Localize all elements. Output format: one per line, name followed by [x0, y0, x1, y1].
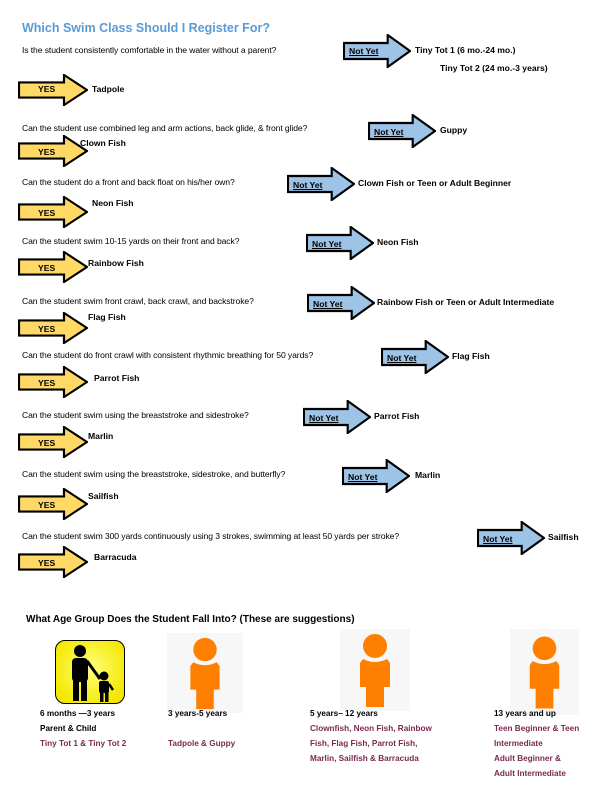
question-text: Can the student do a front and back floa…: [22, 177, 235, 187]
age-range: 13 years and up: [494, 709, 556, 718]
yes-result: Parrot Fish: [94, 373, 140, 383]
yes-result: Marlin: [88, 431, 114, 441]
age-group-classes: Adult Beginner &: [494, 754, 561, 763]
not-yet-arrow: Not Yet: [306, 226, 374, 260]
not-yet-arrow: Not Yet: [343, 34, 411, 68]
yes-arrow: YES: [18, 251, 88, 283]
age-group-classes: Teen Beginner & Teen: [494, 724, 580, 733]
yes-arrow: YES: [18, 426, 88, 458]
arrow-label: YES: [38, 378, 56, 388]
age-group-subtitle: Parent & Child: [40, 724, 97, 733]
arrow-label: Not Yet: [374, 127, 404, 137]
not-yet-result: Marlin: [415, 470, 441, 480]
not-yet-arrow: Not Yet: [307, 286, 375, 320]
arrow-label: Not Yet: [348, 472, 378, 482]
age-group-text: 3 years-5 years Tadpole & Guppy: [168, 706, 235, 751]
person-icon: [510, 629, 579, 715]
yes-arrow: YES: [18, 546, 88, 578]
age-section-title: What Age Group Does the Student Fall Int…: [26, 614, 355, 625]
age-group-classes: Adult Intermediate: [494, 769, 566, 778]
not-yet-result-2: Tiny Tot 2 (24 mo.-3 years): [440, 63, 548, 73]
spacer: [168, 721, 235, 736]
age-range: 3 years-5 years: [168, 709, 228, 718]
yes-result: Rainbow Fish: [88, 258, 144, 268]
question-text: Can the student do front crawl with cons…: [22, 350, 314, 360]
parent-child-icon: [55, 640, 125, 704]
yes-arrow: YES: [18, 74, 88, 106]
yes-arrow: YES: [18, 488, 88, 520]
page-title: Which Swim Class Should I Register For?: [22, 21, 270, 35]
age-range: 5 years– 12 years: [310, 709, 378, 718]
arrow-label: YES: [38, 558, 56, 568]
arrow-label: Not Yet: [349, 46, 379, 56]
yes-arrow: YES: [18, 312, 88, 344]
arrow-label: Not Yet: [309, 413, 339, 423]
not-yet-arrow: Not Yet: [381, 340, 449, 374]
age-group-classes: Marlin, Sailfish & Barracuda: [310, 754, 419, 763]
not-yet-arrow: Not Yet: [368, 114, 436, 148]
not-yet-result: Parrot Fish: [374, 411, 420, 421]
question-text: Can the student swim using the breaststr…: [22, 410, 249, 420]
age-group-classes: Clownfish, Neon Fish, Rainbow: [310, 724, 432, 733]
question-text: Can the student use combined leg and arm…: [22, 123, 308, 133]
yes-result: Barracuda: [94, 552, 137, 562]
not-yet-result: Neon Fish: [377, 237, 419, 247]
age-group-classes: Tiny Tot 1 & Tiny Tot 2: [40, 739, 127, 748]
arrow-label: YES: [38, 84, 56, 94]
arrow-label: YES: [38, 147, 56, 157]
arrow-label: YES: [38, 438, 56, 448]
not-yet-arrow: Not Yet: [287, 167, 355, 201]
age-group-classes: Intermediate: [494, 739, 543, 748]
arrow-label: Not Yet: [312, 239, 342, 249]
not-yet-result: Tiny Tot 1 (6 mo.-24 mo.): [415, 45, 516, 55]
arrow-label: Not Yet: [293, 180, 323, 190]
not-yet-arrow: Not Yet: [342, 459, 410, 493]
person-icon: [167, 633, 243, 713]
yes-result: Sailfish: [88, 491, 119, 501]
not-yet-result: Clown Fish or Teen or Adult Beginner: [358, 178, 512, 188]
question-text: Can the student swim using the breaststr…: [22, 469, 286, 479]
not-yet-arrow: Not Yet: [477, 521, 545, 555]
age-range: 6 months —3 years: [40, 709, 116, 718]
person-icon: [340, 629, 410, 711]
yes-arrow: YES: [18, 196, 88, 228]
question-text: Is the student consistently comfortable …: [22, 45, 277, 55]
arrow-label: YES: [38, 208, 56, 218]
question-text: Can the student swim front crawl, back c…: [22, 296, 254, 306]
arrow-label: Not Yet: [313, 299, 343, 309]
not-yet-result: Flag Fish: [452, 351, 490, 361]
question-text: Can the student swim 300 yards continuou…: [22, 531, 400, 541]
yes-arrow: YES: [18, 135, 88, 167]
yes-arrow: YES: [18, 366, 88, 398]
not-yet-arrow: Not Yet: [303, 400, 371, 434]
arrow-label: YES: [38, 263, 56, 273]
not-yet-result: Sailfish: [548, 532, 579, 542]
question-text: Can the student swim 10-15 yards on thei…: [22, 236, 240, 246]
not-yet-result: Guppy: [440, 125, 468, 135]
yes-result: Tadpole: [92, 84, 125, 94]
yes-result: Flag Fish: [88, 312, 126, 322]
arrow-label: YES: [38, 324, 56, 334]
arrow-label: Not Yet: [483, 534, 513, 544]
age-group-classes: Fish, Flag Fish, Parrot Fish,: [310, 739, 418, 748]
arrow-label: Not Yet: [387, 353, 417, 363]
arrow-label: YES: [38, 500, 56, 510]
not-yet-result: Rainbow Fish or Teen or Adult Intermedia…: [377, 297, 555, 307]
yes-result: Neon Fish: [92, 198, 134, 208]
age-group-classes: Tadpole & Guppy: [168, 739, 236, 748]
yes-result: Clown Fish: [80, 138, 126, 148]
